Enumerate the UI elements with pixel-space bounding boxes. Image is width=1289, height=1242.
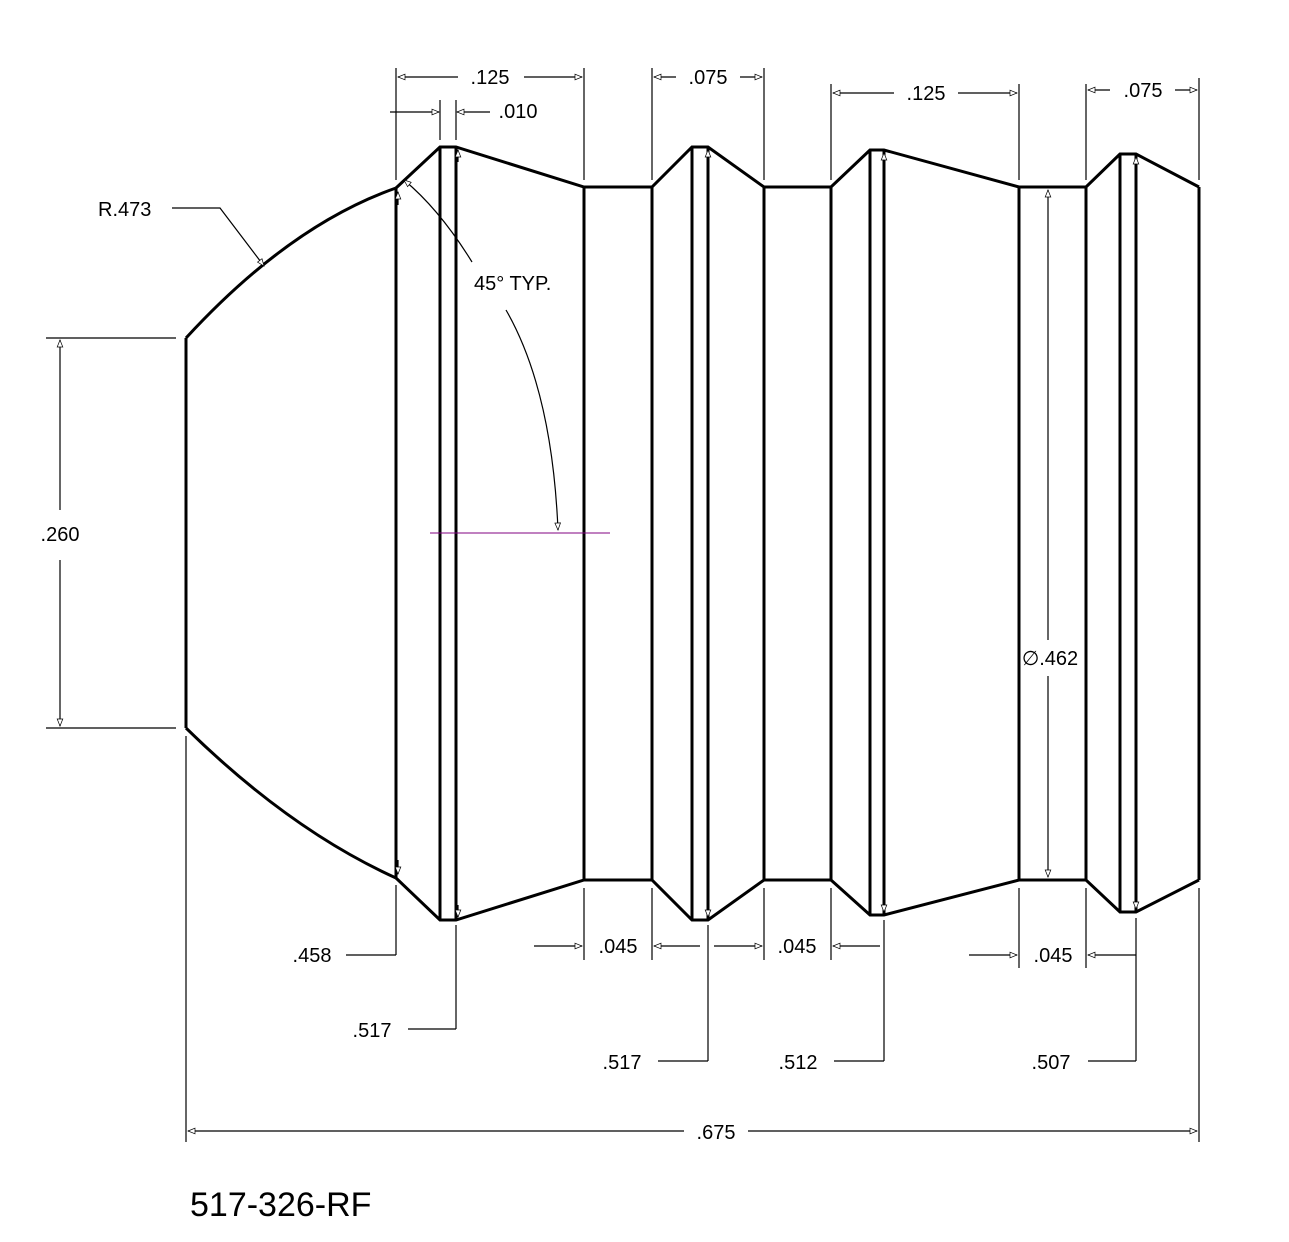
section-lines — [394, 147, 1201, 920]
body-profile-bottom — [394, 876, 1200, 922]
groove-dia-dimension: ∅.462 — [1022, 189, 1078, 878]
band-arrows — [394, 149, 1140, 918]
nose-radius-label: R.473 — [98, 199, 151, 221]
dim-top-125-b: .125 — [907, 83, 946, 105]
bottom-diameter-leaders: .458 .517 .517 .512 .507 — [293, 885, 1137, 1074]
bullet-profile — [184, 145, 1201, 922]
meplat-dia-label: .260 — [41, 524, 80, 546]
dia-512-label: .512 — [779, 1052, 818, 1074]
groove-width-dimensions: .045 .045 .045 — [534, 888, 1136, 968]
dim-top-125-a: .125 — [471, 67, 510, 89]
nose-arc-bottom — [184, 726, 397, 880]
groove-width-2-label: .045 — [778, 936, 817, 958]
part-number: 517-326-RF — [190, 1186, 371, 1224]
angle-note-label: 45° TYP. — [474, 273, 551, 295]
dia-507-label: .507 — [1032, 1052, 1071, 1074]
dim-top-010: .010 — [499, 101, 538, 123]
dim-top-075-a: .075 — [689, 67, 728, 89]
meplat-dimension: .260 — [41, 337, 176, 729]
body-profile-top — [394, 145, 1200, 190]
nose-annotations: R.473 45° TYP. — [98, 179, 561, 531]
dia-517-a-label: .517 — [353, 1020, 392, 1042]
overall-length-label: .675 — [697, 1122, 736, 1144]
dim-top-075-b: .075 — [1124, 80, 1163, 102]
overall-length-dimension: .675 — [185, 736, 1200, 1144]
groove-width-3-label: .045 — [1034, 945, 1073, 967]
dia-517-b-label: .517 — [603, 1052, 642, 1074]
groove-width-1-label: .045 — [599, 936, 638, 958]
top-dimensions: .125 .010 .075 .125 .075 — [390, 67, 1200, 180]
nose-arc-top — [184, 186, 397, 340]
dia-458-label: .458 — [293, 945, 332, 967]
groove-dia-label: ∅.462 — [1022, 648, 1078, 670]
